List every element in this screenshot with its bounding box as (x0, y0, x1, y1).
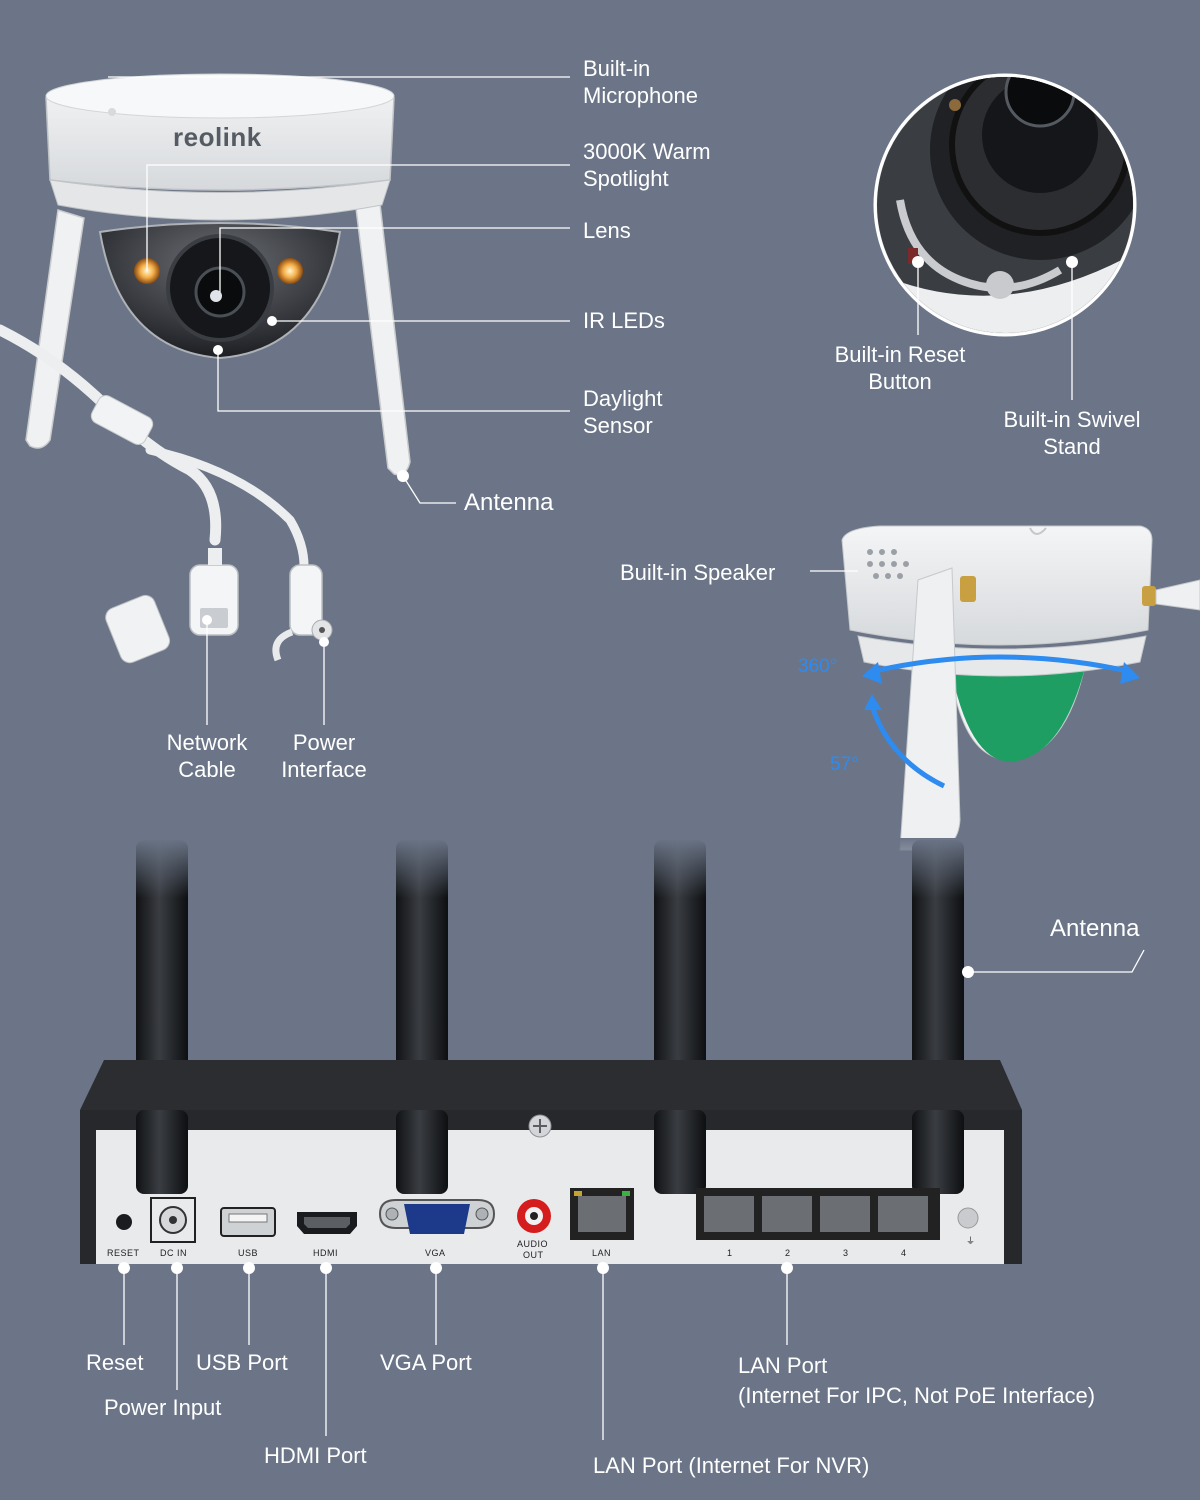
label-network-cable: Network Cable (166, 730, 248, 782)
rotation-vertical-icon (869, 705, 946, 789)
brand-logo: reolink (173, 122, 262, 152)
label-power-interface: Power Interface (281, 730, 367, 782)
ground-symbol-icon: ⏚ (966, 1236, 976, 1246)
label-camera-antenna: Antenna (464, 489, 554, 516)
ground-screw-icon (957, 1207, 979, 1229)
label-hdmi-port: HDMI Port (264, 1443, 367, 1468)
rotation-horizontal-icon (869, 654, 1133, 675)
nvr-leader-lines (123, 949, 1145, 1440)
dome-camera (0, 73, 411, 664)
nvr-recorder: ⏚ RESET DC IN USB HDMI VGA AUDIO OUT LAN… (80, 838, 1022, 1274)
panel-port-3-text: 3 (843, 1248, 849, 1258)
inset-leader-lines (917, 262, 1073, 400)
rotation-horizontal-label: 360° (798, 656, 837, 677)
label-reset: Reset (86, 1350, 144, 1375)
panel-audio-text: AUDIO (517, 1239, 548, 1249)
label-usb-port: USB Port (196, 1350, 288, 1375)
panel-dcin-text: DC IN (160, 1248, 187, 1258)
swivel-inset: 360° 57° (798, 525, 1200, 851)
reset-button-icon (116, 1214, 132, 1230)
label-spotlight: 3000K Warm Spotlight (583, 139, 711, 191)
label-reset-button: Built-in Reset Button (834, 342, 966, 394)
label-daylight-sensor: Daylight Sensor (583, 386, 663, 438)
label-lan-nvr: LAN Port (Internet For NVR) (593, 1453, 870, 1478)
camera-leader-lines (108, 76, 570, 725)
panel-vga-text: VGA (425, 1248, 446, 1258)
lan-ipc-ports-icon (704, 1196, 928, 1232)
panel-out-text: OUT (523, 1250, 544, 1260)
panel-lan-text: LAN (592, 1248, 611, 1258)
label-nvr-antenna: Antenna (1050, 915, 1140, 942)
rotation-vertical-label: 57° (830, 754, 859, 775)
label-speaker: Built-in Speaker (620, 560, 776, 585)
label-ir-leds: IR LEDs (583, 308, 665, 333)
label-power-input: Power Input (104, 1395, 222, 1420)
swivel-stand (950, 664, 1086, 762)
panel-port-1-text: 1 (727, 1248, 733, 1258)
panel-hdmi-text: HDMI (313, 1248, 338, 1258)
power-connector (289, 564, 323, 636)
label-microphone: Built-in Microphone (583, 56, 698, 108)
label-vga-port: VGA Port (380, 1350, 472, 1375)
camera-antenna-left (25, 209, 85, 449)
label-lens: Lens (583, 218, 631, 243)
camera-antenna-right (355, 203, 411, 476)
panel-port-2-text: 2 (785, 1248, 791, 1258)
label-lan-ipc: LAN Port (Internet For IPC, Not PoE Inte… (738, 1353, 1096, 1408)
speaker-grille-icon (867, 549, 909, 579)
reset-inset (873, 73, 1137, 337)
panel-reset-text: RESET (107, 1248, 140, 1258)
panel-port-4-text: 4 (901, 1248, 907, 1258)
panel-usb-text: USB (238, 1248, 258, 1258)
spotlight-right (277, 258, 303, 284)
label-swivel-stand: Built-in Swivel Stand (1003, 407, 1141, 459)
